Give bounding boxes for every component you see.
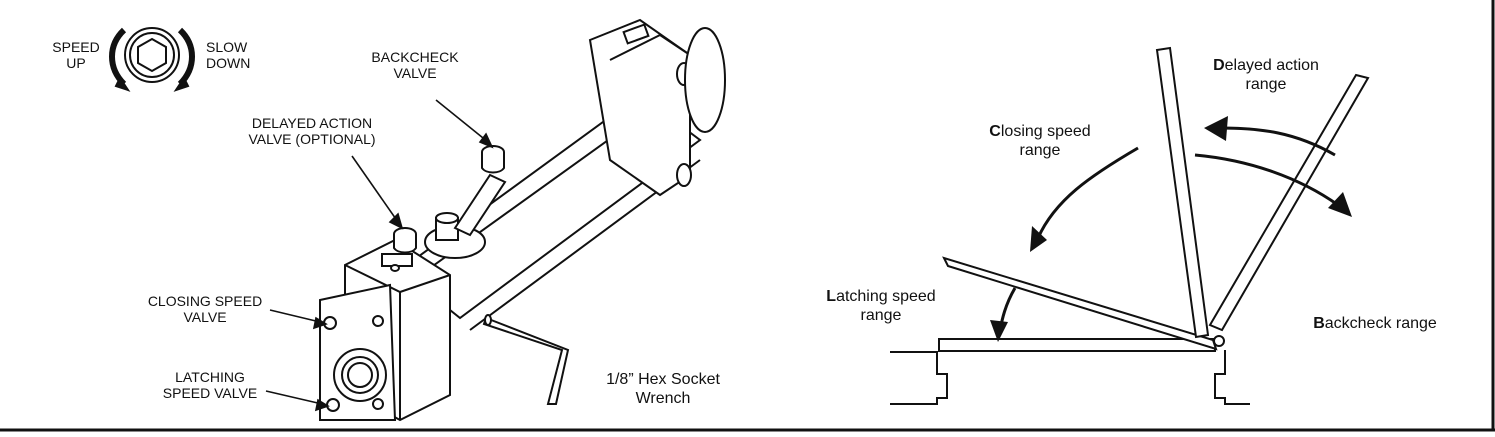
- delayed-rest: elayed action range: [1224, 57, 1319, 93]
- delayed-action-range-label: Delayed action range: [1196, 56, 1336, 94]
- door-closer-illustration: [109, 18, 726, 422]
- closer-body: [319, 18, 726, 422]
- closing-initial: C: [989, 123, 1001, 140]
- delayed-action-valve-label: DELAYED ACTION VALVE (OPTIONAL): [248, 115, 376, 147]
- slow-down-label: SLOW DOWN: [206, 39, 251, 71]
- latching-speed-valve-label: LATCHING SPEED VALVE: [162, 369, 258, 401]
- backcheck-valve-label: BACKCHECK VALVE: [371, 49, 459, 81]
- hex-adjuster-icon: [109, 27, 195, 92]
- delayed-initial: D: [1213, 57, 1225, 74]
- hex-wrench: [482, 314, 570, 405]
- latching-rest: atching speed range: [836, 288, 936, 324]
- backcheck-rest: ackcheck range: [1324, 315, 1437, 332]
- backcheck-initial: B: [1313, 315, 1325, 332]
- hex-wrench-label: 1/8” Hex Socket Wrench: [606, 371, 720, 407]
- latching-initial: L: [826, 288, 837, 305]
- leader-arrows: [265, 99, 494, 412]
- backcheck-range-label: Backcheck range: [1295, 314, 1455, 333]
- speed-up-label: SPEED UP: [52, 39, 100, 71]
- closing-speed-range-label: Closing speed range: [970, 122, 1110, 160]
- closing-rest: losing speed range: [1000, 123, 1091, 159]
- arrow-heads: [990, 116, 1352, 342]
- latching-speed-range-label: Latching speed range: [806, 287, 956, 325]
- closing-speed-valve-label: CLOSING SPEED VALVE: [147, 293, 263, 325]
